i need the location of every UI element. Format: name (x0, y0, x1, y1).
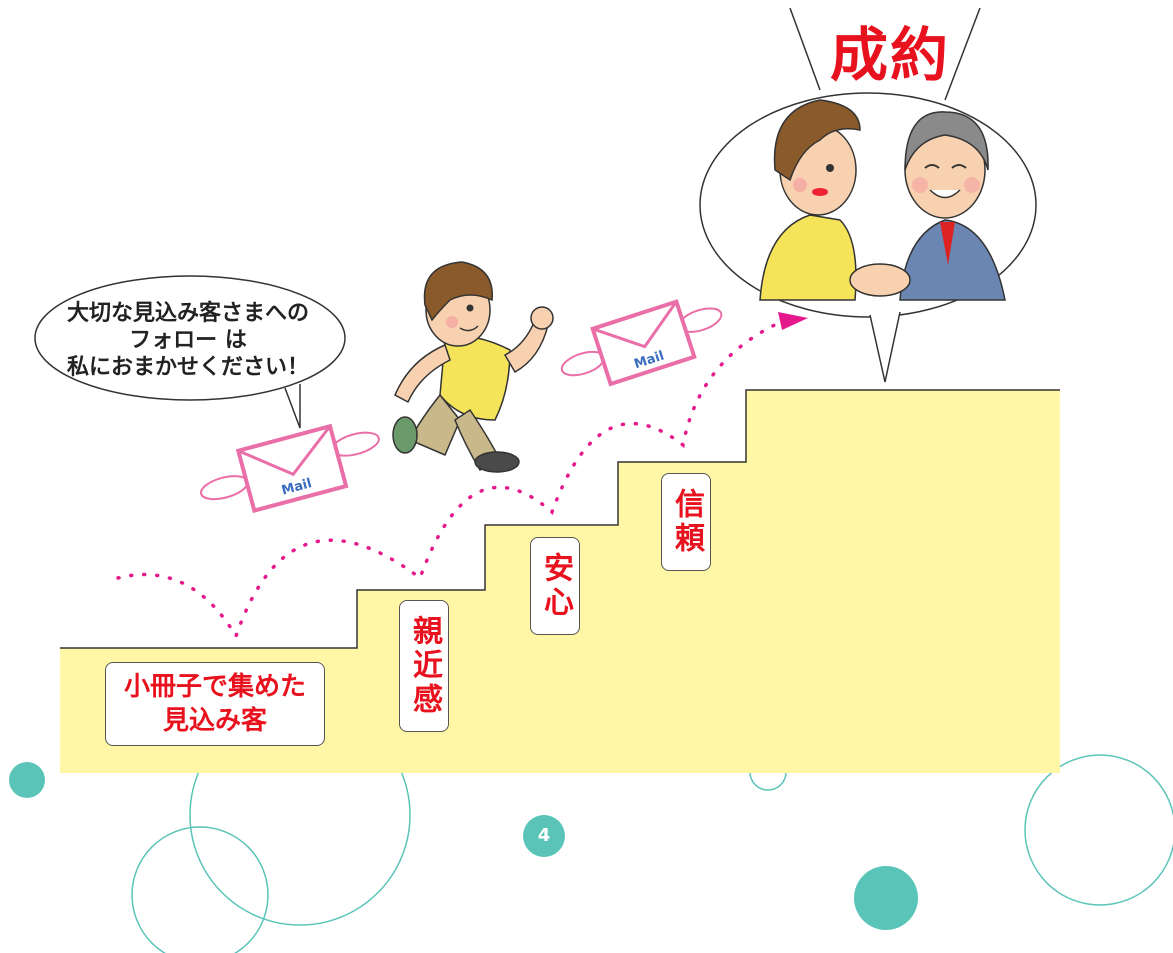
step-label-security: 安心 (530, 537, 580, 635)
speech-text: 大切な見込み客さまへの フォロー は 私におまかせください！ (38, 300, 338, 381)
handshake-illustration (759, 99, 1006, 301)
title-line-left (789, 7, 821, 91)
title-line-right (944, 7, 981, 101)
step-label-familiarity: 親近感 (399, 600, 449, 732)
page-number: 4 (537, 825, 551, 846)
step-label-prospects: 小冊子で集めた 見込み客 (105, 662, 325, 746)
page-number-badge (523, 815, 565, 857)
step-label-prospects-line2: 見込み客 (162, 706, 267, 736)
path-arrowhead (778, 312, 808, 330)
staircase-outline (60, 389, 1060, 649)
decor-circle-medium (131, 826, 269, 953)
speech-line-3: 私におまかせください！ (66, 355, 309, 380)
title-contract: 成約 (829, 21, 950, 89)
speech-bubble (34, 275, 346, 401)
progress-dotted-path (116, 316, 792, 641)
running-man-illustration (392, 261, 554, 473)
decor-dot-bottom (854, 866, 918, 930)
mail-envelope-2: Mail (560, 299, 723, 387)
speech-bubble-tail (284, 384, 301, 429)
speech-line-2: フォロー は (129, 328, 247, 353)
speech-line-1: 大切な見込み客さまへの (66, 301, 309, 326)
mail-envelope-1: Mail (199, 423, 380, 514)
deal-bubble-tail (869, 311, 901, 383)
step-label-prospects-line1: 小冊子で集めた (123, 672, 306, 702)
step-label-trust: 信頼 (661, 473, 711, 571)
decor-dot-left (9, 762, 45, 798)
decor-circle-right (1024, 754, 1173, 906)
